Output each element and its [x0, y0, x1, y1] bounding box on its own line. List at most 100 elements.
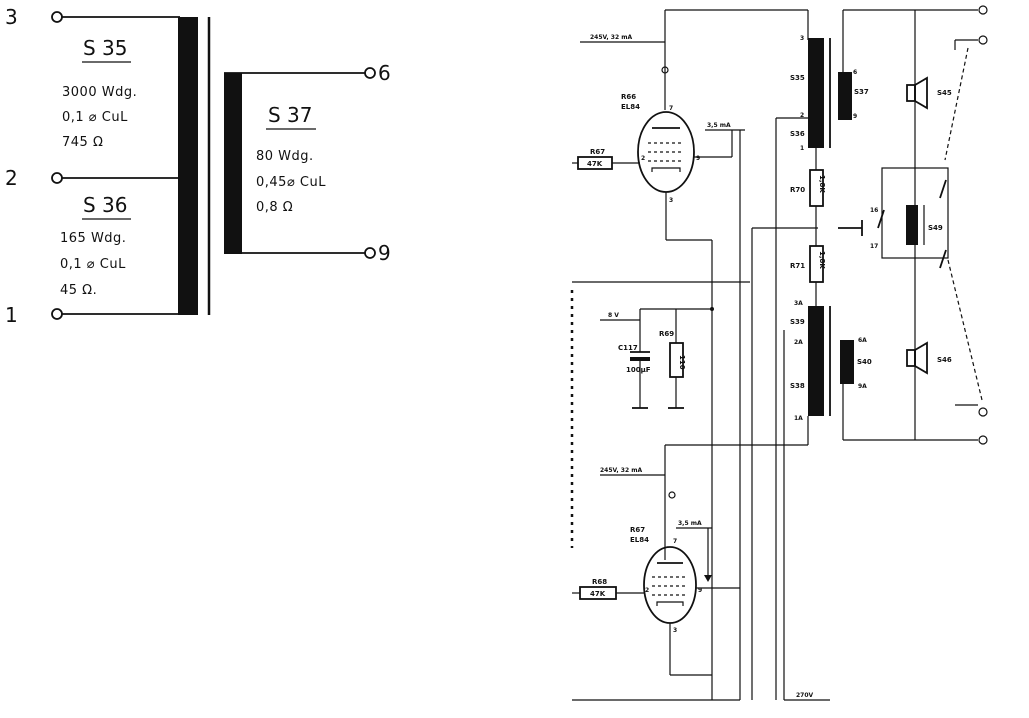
switch-contact-left	[877, 209, 885, 229]
terminal-3-circle	[51, 11, 63, 23]
upper-pin-grid: 2	[641, 155, 645, 162]
upper-tube-cathode	[651, 167, 681, 172]
r68-value: 47K	[590, 590, 606, 598]
s36-wire: 0,1 ⌀ CuL	[60, 257, 126, 272]
s35-resistance: 745 Ω	[62, 135, 103, 150]
bias-junction	[710, 307, 714, 311]
r67-ref: R67	[590, 148, 605, 156]
lower-tube-ref: R67	[630, 526, 645, 534]
r71-ref: R71	[790, 262, 805, 270]
s37-turns: 80 Wdg.	[256, 149, 314, 164]
lower-pin-cathode: 3	[673, 627, 677, 634]
upper-screen-current: 3,5 mA	[707, 122, 731, 129]
s35-s36-winding	[808, 38, 824, 148]
lower-pin-anode: 7	[673, 538, 677, 545]
bias-label: 8 V	[608, 312, 619, 319]
r67-value: 47K	[587, 160, 603, 168]
ot-pin6: 6	[853, 69, 857, 76]
r68-ref: R68	[592, 578, 607, 586]
winding-diagram: 3 2 1 6 9 S 35 3000 Wdg. 0,1 ⌀ CuL 745 Ω…	[5, 5, 391, 327]
s35-wire: 0,1 ⌀ CuL	[62, 110, 128, 125]
lower-screen-arrowhead	[704, 575, 712, 582]
terminal-3-label: 3	[5, 5, 18, 29]
r70-value: 1,8K	[818, 175, 826, 193]
c117-value: 100µF	[626, 366, 651, 374]
ot-pin6a: 6A	[858, 337, 867, 344]
s36-turns: 165 Wdg.	[60, 231, 126, 246]
r70-ref: R70	[790, 186, 805, 194]
ot-pin9a: 9A	[858, 383, 867, 390]
s37-winding	[838, 72, 852, 120]
right-bottom-terminal	[978, 435, 988, 445]
terminal-9-circle	[364, 247, 376, 259]
switch-pin16: 16	[870, 207, 878, 214]
ot-s38: S38	[790, 382, 805, 390]
upper-supply-label: 245V, 32 mA	[590, 34, 632, 41]
secondary-winding-bar	[224, 73, 242, 254]
switch-frame	[881, 167, 949, 259]
terminal-2-circle	[51, 172, 63, 184]
s49-winding	[906, 205, 918, 245]
lower-tube-envelope	[643, 546, 697, 624]
s36-name: S 36	[83, 193, 128, 217]
ot-pin1: 1	[800, 145, 804, 152]
upper-pin-screen: 9	[696, 155, 700, 162]
lower-supply-label: 245V, 32 mA	[600, 467, 642, 474]
lower-tube-cathode	[656, 601, 684, 606]
ot-s35: S35	[790, 74, 805, 82]
s49-label: S49	[928, 224, 943, 232]
lower-screen-current: 3,5 mA	[678, 520, 702, 527]
c117-ref: C117	[618, 344, 638, 352]
s38-s39-winding	[808, 306, 824, 416]
s46-label: S46	[937, 356, 952, 364]
upper-tube-ref: R66	[621, 93, 636, 101]
r69-value: 110	[678, 355, 686, 370]
ot-pin2: 2	[800, 112, 804, 119]
lower-pin-screen: 9	[698, 587, 702, 594]
c117-plate-bottom	[630, 357, 650, 361]
s36-resistance: 45 Ω.	[60, 283, 97, 298]
ot-s37: S37	[854, 88, 869, 96]
mech-link-bottom	[947, 259, 983, 401]
ot-pin3a: 3A	[794, 300, 803, 307]
terminal-6-label: 6	[378, 61, 391, 85]
terminal-1-circle	[51, 308, 63, 320]
s37-name: S 37	[268, 103, 313, 127]
s46-cone	[914, 341, 928, 375]
terminal-6-circle	[364, 67, 376, 79]
switch-contact-right-bottom	[939, 249, 947, 269]
s45-label: S45	[937, 89, 952, 97]
upper-pin-anode: 7	[669, 105, 673, 112]
mech-link-top	[944, 47, 969, 161]
terminal-1-label: 1	[5, 303, 18, 327]
ot-pin2a: 2A	[794, 339, 803, 346]
s35-turns: 3000 Wdg.	[62, 85, 137, 100]
upper-tube-type: EL84	[621, 103, 640, 111]
terminal-9-label: 9	[378, 241, 391, 265]
ot-pin1a: 1A	[794, 415, 803, 422]
ot-s39: S39	[790, 318, 805, 326]
upper-pin-cathode: 3	[669, 197, 673, 204]
lower-tube-type: EL84	[630, 536, 649, 544]
s35-name: S 35	[83, 36, 128, 60]
amplifier-schematic: 245V, 32 mA R66 EL84 7 2 9 3 3,5 mA R67 …	[570, 5, 988, 701]
ot-pin9: 9	[853, 113, 857, 120]
s45-magnet	[906, 84, 916, 102]
s37-resistance: 0,8 Ω	[256, 200, 293, 215]
r71-value: 1,8K	[818, 251, 826, 269]
s46-magnet	[906, 349, 916, 367]
ext-jack-bottom-terminal	[978, 407, 988, 417]
primary-winding-bar	[178, 17, 198, 315]
lower-pin-grid: 2	[645, 587, 649, 594]
ot-s40: S40	[857, 358, 872, 366]
bottom-supply-label: 270V	[796, 692, 814, 699]
ot-s36: S36	[790, 130, 805, 138]
switch-contact-right-top	[939, 179, 947, 199]
terminal-2-label: 2	[5, 166, 18, 190]
lower-meter-point	[668, 491, 676, 499]
upper-meter-point	[661, 66, 669, 74]
right-top-terminal	[978, 5, 988, 15]
switch-pin17: 17	[870, 243, 878, 250]
s37-wire: 0,45⌀ CuL	[256, 175, 326, 190]
